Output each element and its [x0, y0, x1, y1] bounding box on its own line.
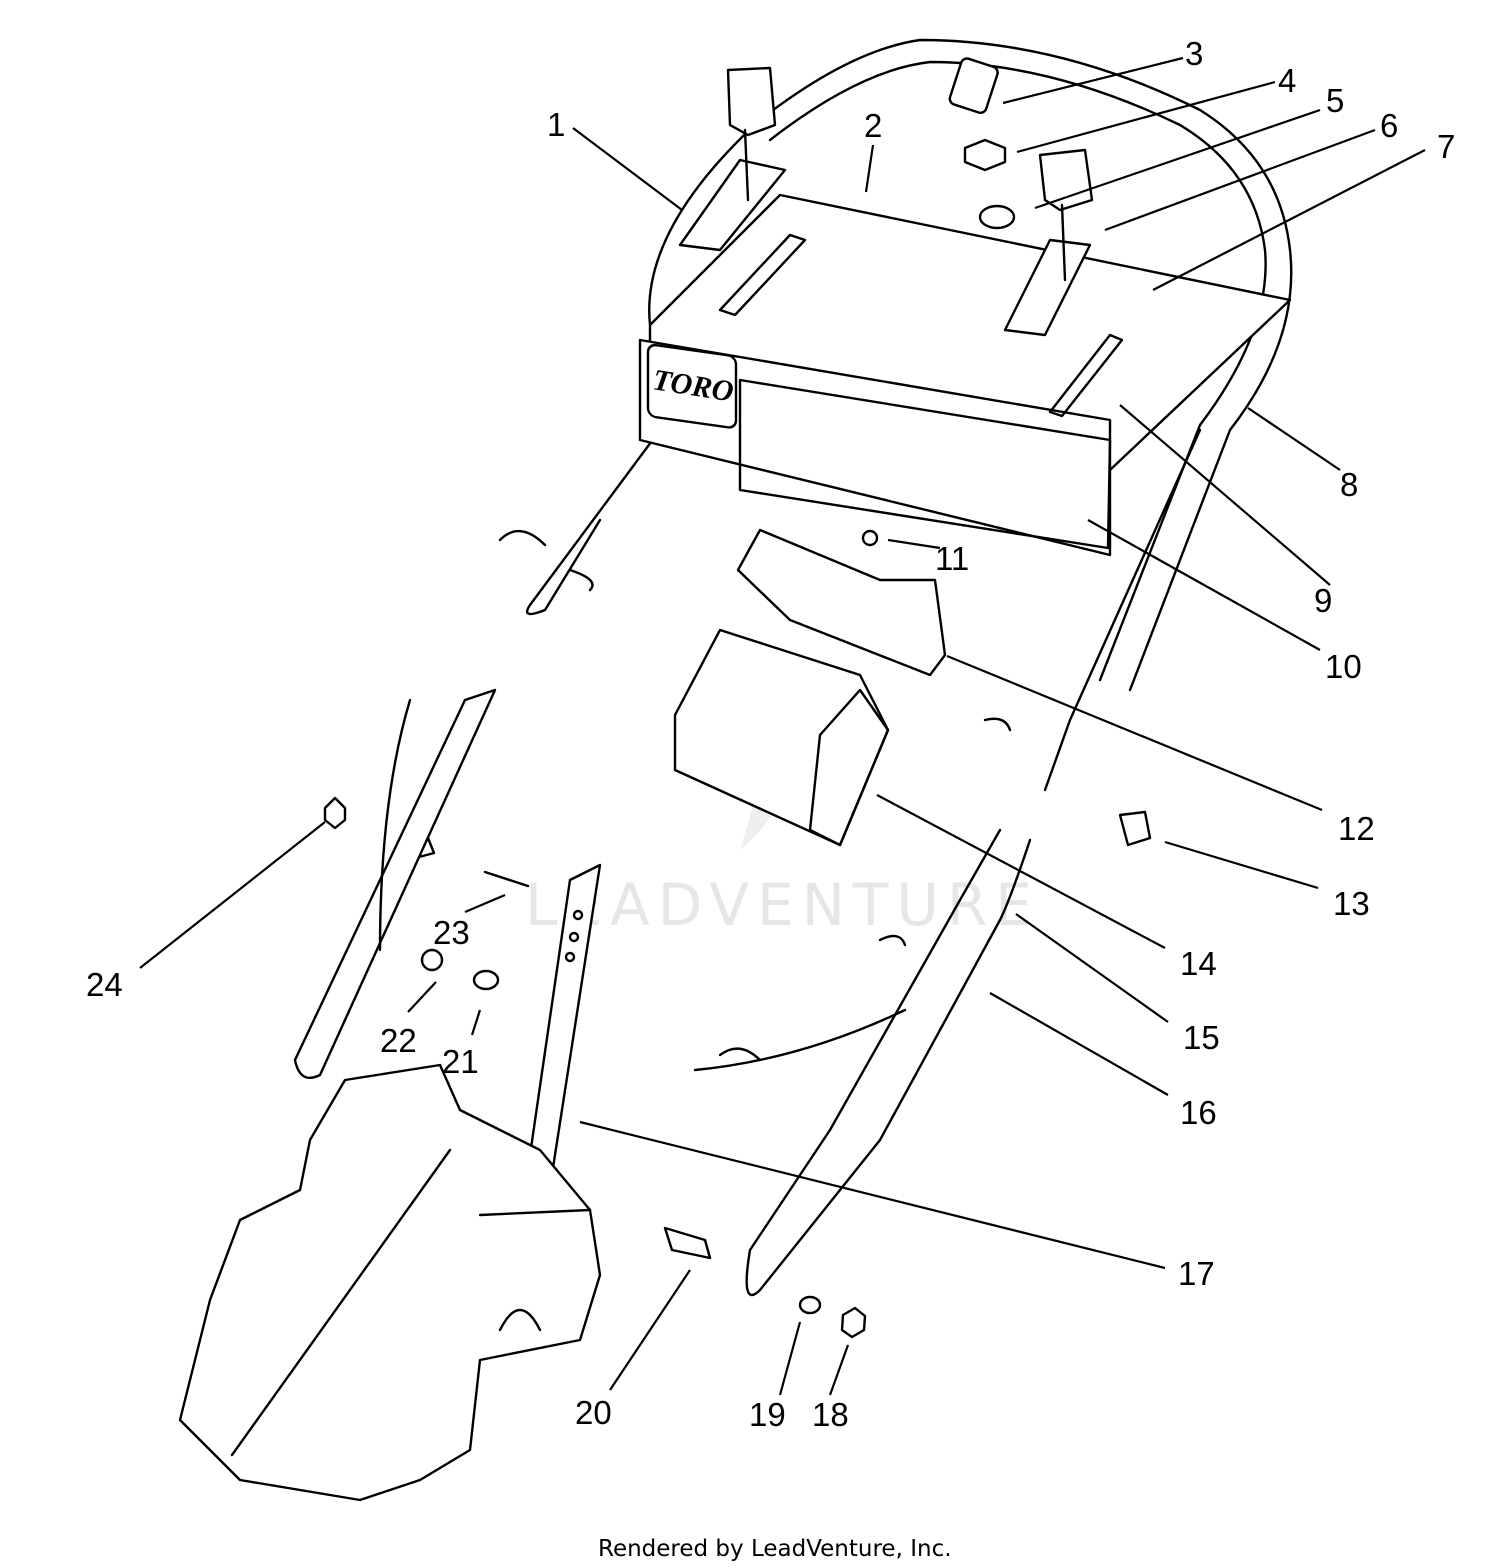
callout-16: 16	[1180, 1094, 1217, 1131]
callout-23: 23	[433, 914, 470, 951]
footer-credit: Rendered by LeadVenture, Inc.	[598, 1536, 952, 1562]
callout-labels: 1 2 3 4 5 6 7 8 9 10 11 12 13 14 15 16 1…	[86, 35, 1455, 1433]
callout-7: 7	[1437, 128, 1455, 165]
bolt-icon	[483, 870, 530, 888]
control-panel: TORO	[638, 193, 1292, 557]
switch-icon	[1118, 810, 1152, 847]
mower-housing	[178, 1063, 602, 1502]
bracket-tray	[736, 528, 947, 677]
key-icon	[948, 57, 999, 114]
nut-lower-icon	[840, 1306, 867, 1339]
callout-19: 19	[749, 1396, 786, 1433]
washer-lower-icon	[798, 1295, 822, 1315]
callout-13: 13	[1333, 885, 1370, 922]
callout-9: 9	[1314, 582, 1332, 619]
small-hardware	[323, 529, 1152, 1339]
left-lower-bar	[293, 688, 497, 1080]
callout-15: 15	[1183, 1019, 1220, 1056]
locknut-icon	[323, 796, 347, 830]
callout-1: 1	[547, 106, 565, 143]
levers	[678, 66, 1094, 337]
leader-lines	[139, 56, 1426, 1396]
callout-8: 8	[1340, 466, 1358, 503]
nut-icon	[963, 138, 1007, 172]
callout-11: 11	[935, 540, 969, 577]
callout-4: 4	[1278, 62, 1296, 99]
callout-22: 22	[380, 1022, 417, 1059]
callout-20: 20	[575, 1394, 612, 1431]
washer-icon	[978, 204, 1016, 230]
callout-5: 5	[1326, 82, 1344, 119]
lower-handle-bars	[525, 428, 1202, 1297]
callout-14: 14	[1180, 945, 1217, 982]
washer-small-icon	[472, 969, 500, 991]
bolt-head-icon	[420, 948, 444, 972]
ignition-key-set	[948, 57, 1016, 230]
wire-clips	[498, 530, 1012, 1072]
callout-24: 24	[86, 966, 123, 1003]
battery-box	[673, 628, 890, 847]
callout-10: 10	[1325, 648, 1362, 685]
callout-12: 12	[1338, 810, 1375, 847]
brand-plate	[646, 343, 738, 429]
callout-17: 17	[1178, 1255, 1215, 1292]
callout-18: 18	[812, 1396, 849, 1433]
screw-icon	[861, 529, 879, 547]
callout-2: 2	[864, 107, 882, 144]
callout-3: 3	[1185, 35, 1203, 72]
shoulder-bolt-icon	[663, 1226, 712, 1260]
watermark-text: LEADVENTURE	[525, 871, 1040, 939]
bracket-and-battery	[673, 528, 947, 847]
callout-6: 6	[1380, 107, 1398, 144]
callout-21: 21	[442, 1043, 479, 1080]
